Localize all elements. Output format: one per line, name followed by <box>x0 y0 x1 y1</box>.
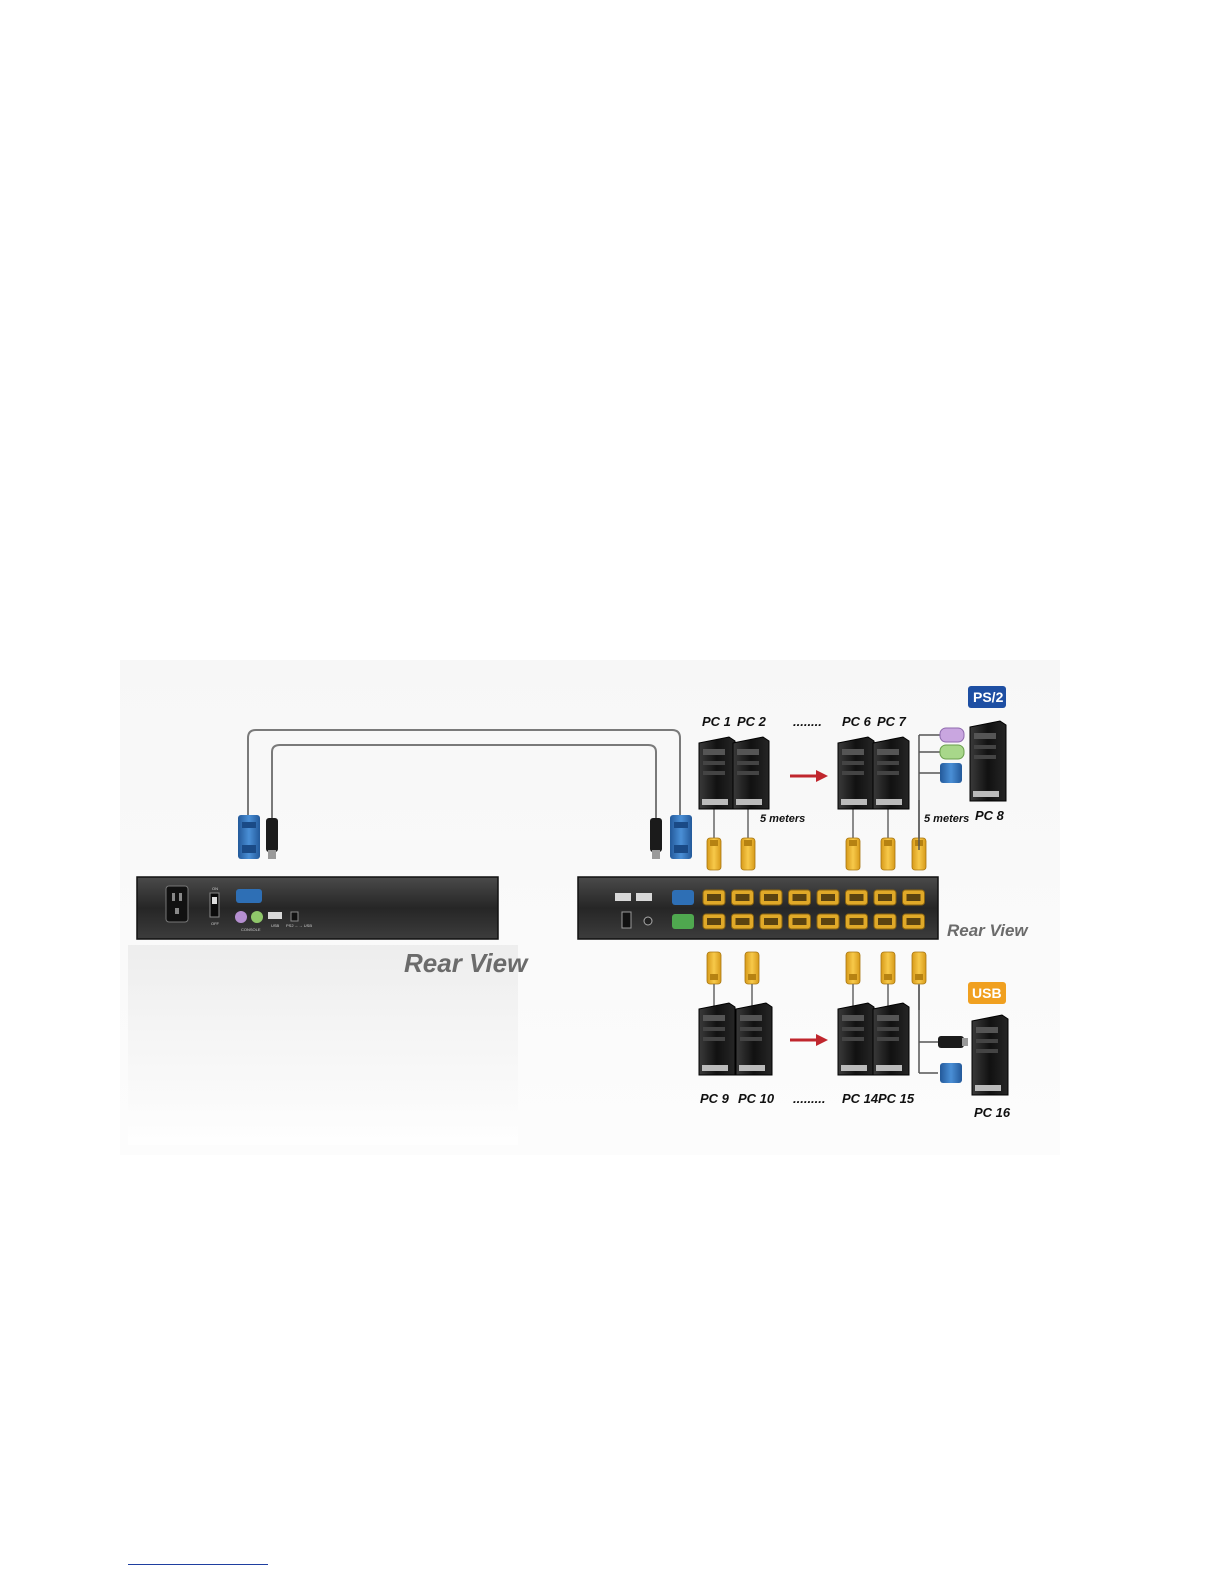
kvm-vga-plug <box>670 815 692 859</box>
console-ps2-mouse-port <box>235 911 247 923</box>
kvm-power-switch <box>622 912 631 928</box>
console-usb-port <box>268 912 282 919</box>
pc9-label: PC 9 <box>700 1091 730 1106</box>
pc9-tower <box>699 1003 735 1075</box>
kvm-usb-port-2 <box>636 893 652 901</box>
pc14-tower <box>838 1003 874 1075</box>
pc7-tower <box>873 737 909 809</box>
pc10-tower <box>736 1003 772 1075</box>
console-vga-port <box>236 889 262 903</box>
pc8-vga-plug <box>940 763 962 783</box>
pc16-vga-plug <box>940 1063 962 1083</box>
ps2-usb-switch <box>291 912 298 921</box>
pc2-label: PC 2 <box>737 714 767 729</box>
kvm-usb-port-1 <box>615 893 631 901</box>
svg-text:USB: USB <box>972 985 1002 1001</box>
pc10-cable-plug <box>745 952 759 984</box>
pc10-label: PC 10 <box>738 1091 775 1106</box>
console-rear-panel: ON OFF CONSOLE USB PS2 ←→ USB <box>137 877 498 939</box>
ps2-keyboard-plug <box>940 745 964 759</box>
pc1-tower <box>699 737 735 809</box>
power-switch <box>210 893 219 917</box>
kvm-rear-panel <box>578 877 938 939</box>
pc16-cable-plug <box>912 952 926 984</box>
dots-bottom: ......... <box>793 1091 826 1106</box>
kvm-dc-jack <box>644 917 652 925</box>
pc14-label: PC 14 <box>842 1091 879 1106</box>
pc15-tower <box>873 1003 909 1075</box>
ps2-mouse-plug <box>940 728 964 742</box>
ps2-badge: PS/2 <box>968 686 1006 708</box>
pc1-cable-plug <box>707 838 721 870</box>
rear-view-label-right: Rear View <box>947 921 1029 940</box>
usb-port-label: USB <box>271 923 280 928</box>
footer-link-underline <box>128 1564 268 1565</box>
svg-text:PS/2: PS/2 <box>973 689 1004 705</box>
pc16-label: PC 16 <box>974 1105 1011 1120</box>
pc8-tower <box>970 721 1006 801</box>
console-label: CONSOLE <box>241 927 261 932</box>
rear-view-label-left: Rear View <box>404 948 529 978</box>
pc6-cable-plug <box>846 838 860 870</box>
pc1-label: PC 1 <box>702 714 731 729</box>
console-ps2-keyboard-port <box>251 911 263 923</box>
kvm-console-port-green <box>672 914 694 929</box>
pc14-cable-plug <box>846 952 860 984</box>
pc8-label: PC 8 <box>975 808 1005 823</box>
pc6-tower <box>838 737 874 809</box>
dots-top: ........ <box>793 714 822 729</box>
pc6-label: PC 6 <box>842 714 872 729</box>
pc7-cable-plug <box>881 838 895 870</box>
meters-left: 5 meters <box>760 813 805 825</box>
pc7-label: PC 7 <box>877 714 907 729</box>
pc15-label: PC 15 <box>878 1091 915 1106</box>
kvm-console-vga-port <box>672 890 694 905</box>
on-label: ON <box>212 886 218 891</box>
pc16-tower <box>972 1015 1008 1095</box>
pc9-cable-plug <box>707 952 721 984</box>
console-vga-plug <box>238 815 260 859</box>
pc15-cable-plug <box>881 952 895 984</box>
off-label: OFF <box>211 921 220 926</box>
power-inlet <box>166 886 188 922</box>
ps2-usb-label: PS2 ←→ USB <box>286 923 312 928</box>
meters-right: 5 meters <box>924 813 969 825</box>
usb-badge: USB <box>968 982 1006 1004</box>
pc16-usb-plug <box>938 1036 964 1048</box>
pc2-tower <box>733 737 769 809</box>
pc2-cable-plug <box>741 838 755 870</box>
